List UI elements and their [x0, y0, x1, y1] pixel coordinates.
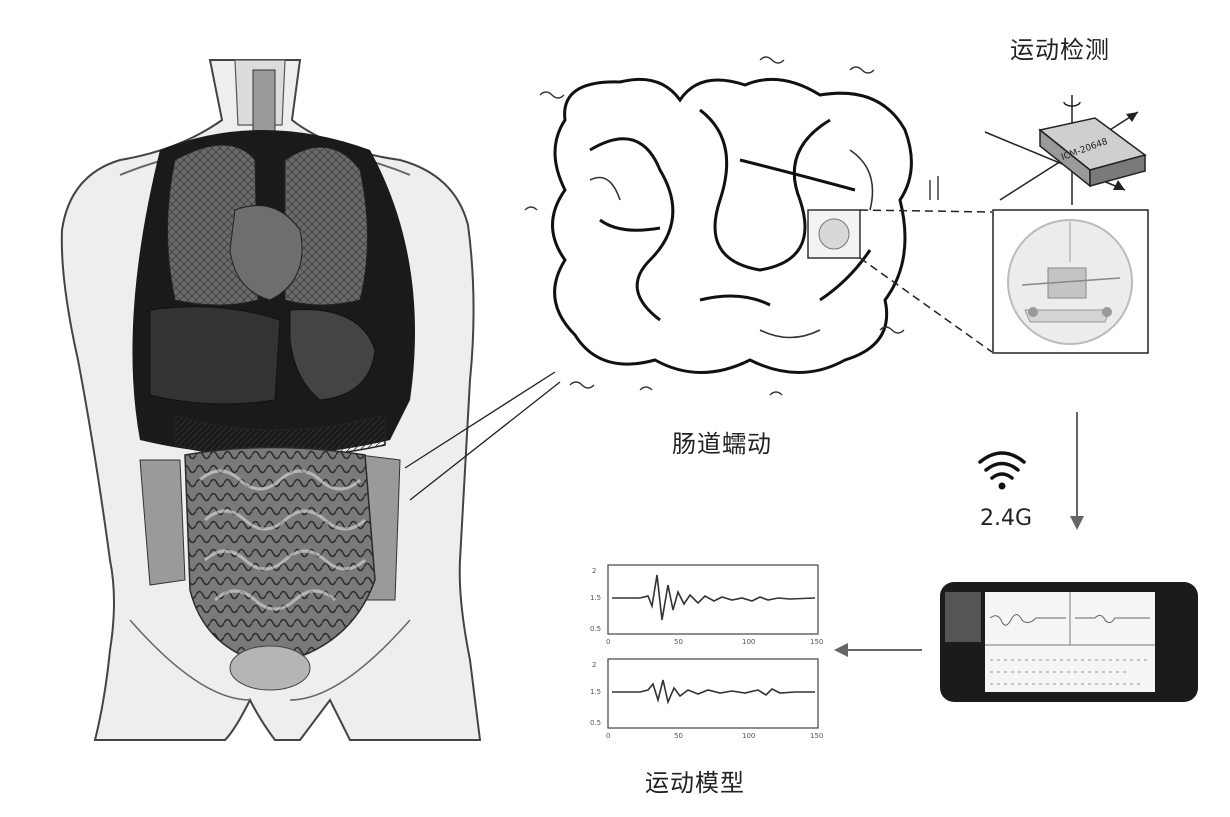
capsule-detail	[992, 209, 1149, 354]
svg-text:2: 2	[592, 661, 596, 669]
svg-text:100: 100	[742, 638, 755, 646]
motion-squiggles	[524, 56, 939, 396]
svg-text:150: 150	[810, 638, 823, 646]
svg-text:150: 150	[810, 732, 823, 740]
arrow-down-icon	[1070, 412, 1084, 530]
svg-text:0.5: 0.5	[590, 719, 601, 727]
signal-trace-2	[612, 679, 815, 705]
label-motion-detection: 运动检测	[1010, 36, 1110, 64]
svg-text:0.5: 0.5	[590, 625, 601, 633]
arrow-left-icon	[834, 643, 922, 657]
intestine-folds	[589, 108, 872, 322]
svg-text:100: 100	[742, 732, 755, 740]
signal-plot-2: 2 1.5 0.5 0 50 100 150	[590, 658, 823, 740]
callout-lines	[404, 371, 561, 501]
wifi-icon	[978, 451, 1026, 490]
signal-plot-1: 2 1.5 0.5 0 50 100 150	[590, 564, 823, 646]
svg-text:1.5: 1.5	[590, 688, 601, 696]
small-intestines	[184, 446, 376, 666]
svg-text:1.5: 1.5	[590, 594, 601, 602]
rotation-icon-z	[1063, 101, 1081, 107]
svg-text:2: 2	[592, 567, 596, 575]
torso-anatomy	[60, 59, 482, 741]
smartphone	[940, 582, 1198, 702]
svg-text:50: 50	[674, 638, 683, 646]
zoom-lines	[859, 209, 993, 353]
heart	[229, 205, 303, 301]
label-wireless-frequency: 2.4G	[980, 506, 1033, 531]
pelvis-lines	[129, 619, 411, 701]
intestine-cartoon	[524, 56, 939, 396]
label-motion-model: 运动模型	[645, 769, 745, 797]
bladder	[229, 645, 311, 691]
svg-text:50: 50	[674, 732, 683, 740]
intestine-loops	[198, 469, 367, 611]
intestine-folds-thin	[589, 149, 874, 339]
svg-text:0: 0	[606, 638, 610, 646]
svg-text:0: 0	[606, 732, 610, 740]
ascending-colon	[139, 459, 186, 586]
signal-trace-1	[612, 574, 816, 621]
stomach	[289, 309, 376, 401]
sensor-chip: ICM-20648	[984, 95, 1147, 205]
right-lung	[284, 146, 368, 306]
liver	[149, 306, 281, 405]
label-intestinal-peristalsis: 肠道蠕动	[672, 430, 772, 458]
